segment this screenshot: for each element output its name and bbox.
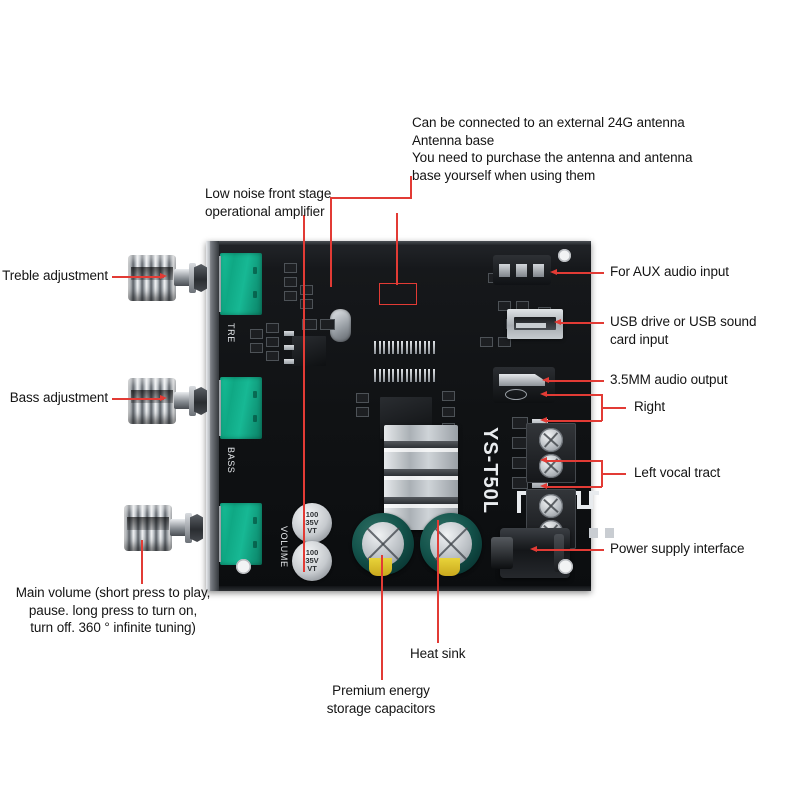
cap-value-35v: 35V [305, 556, 319, 565]
treble-potentiometer [209, 253, 262, 315]
mounting-hole-bottom-right [558, 559, 573, 574]
capacitor-100uf-35v-b: 100 35V VT [292, 541, 332, 581]
leader-right-tick1 [546, 394, 602, 396]
amplifier-board: TRE BASS VOLUME YS-T50L [206, 241, 614, 591]
heat-sink [384, 425, 458, 530]
leader-left-arrow1 [540, 456, 547, 463]
leader-treble [112, 276, 164, 278]
header-pad-row-1 [374, 341, 435, 354]
leader-usb-arrow [554, 318, 561, 325]
cap-value-100: 100 [305, 548, 319, 557]
treble-knob[interactable] [128, 255, 208, 301]
annotation-right: Right [634, 399, 666, 414]
leader-power [536, 549, 604, 551]
leader-opamp-v [303, 215, 305, 572]
leader-audio-out-arrow [542, 376, 549, 383]
bass-knob[interactable] [128, 378, 208, 424]
annotation-left: Left vocal tract [634, 465, 721, 480]
leader-antenna-v1 [410, 176, 412, 198]
annotation-aux: For AUX audio input [610, 264, 729, 279]
volume-knob[interactable] [124, 505, 204, 551]
leader-aux [556, 272, 604, 274]
header-pad-row-2 [374, 369, 435, 382]
usb-port [507, 309, 563, 339]
antenna-pad-highlight [379, 283, 417, 305]
annotation-heatsink: Heat sink [410, 646, 466, 661]
leader-audio-out [548, 380, 604, 382]
leader-bass-arrow [160, 394, 167, 401]
leader-antenna-v2 [330, 197, 332, 287]
leader-left-arrow2 [540, 482, 547, 489]
leader-left-stem [601, 473, 626, 475]
audio-jack-3-5mm [493, 367, 555, 403]
leader-usb [560, 322, 604, 324]
antenna-pad-2 [605, 528, 614, 538]
annotation-antenna: Can be connected to an external 24G ante… [412, 115, 693, 183]
leader-bass [112, 398, 164, 400]
silk-volume: VOLUME [279, 526, 289, 568]
silk-treble: TRE [226, 323, 236, 343]
leader-left-tick1 [546, 460, 602, 462]
leader-treble-arrow [160, 272, 167, 279]
opamp-ic [292, 336, 326, 366]
leader-right-arrow1 [540, 390, 547, 397]
energy-storage-capacitor-1 [352, 513, 414, 577]
cap-value-100: 100 [305, 510, 319, 519]
annotation-bass: Bass adjustment [9, 390, 108, 405]
leader-left-tick2 [546, 486, 602, 488]
cap-value-vt: VT [307, 526, 317, 535]
annotation-opamp: Low noise front stage operational amplif… [205, 186, 332, 219]
leader-volume-v [141, 540, 143, 584]
annotation-treble: Treble adjustment [2, 268, 108, 283]
board-model-label: YS-T50L [479, 427, 501, 515]
silk-bass: BASS [226, 447, 236, 474]
board-edge-bottom [206, 586, 591, 591]
cap-value-35v: 35V [305, 518, 319, 527]
bass-potentiometer [209, 377, 262, 439]
leader-antenna-v3 [396, 213, 398, 285]
speaker-terminal-right [526, 423, 576, 483]
annotation-usb: USB drive or USB sound card input [610, 314, 757, 347]
aux-input-header [493, 255, 551, 285]
energy-storage-capacitor-2 [420, 513, 482, 577]
leader-antenna-h [330, 197, 412, 199]
board-edge-top [206, 241, 591, 246]
leader-right-stem [601, 407, 626, 409]
leader-capacitor-v [381, 555, 383, 680]
mounting-hole-top-right [558, 249, 571, 262]
mounting-hole-bottom-left [236, 559, 251, 574]
annotation-main-volume: Main volume (short press to play, pause.… [15, 585, 211, 635]
annotation-capacitors: Premium energy storage capacitors [326, 683, 436, 716]
leader-aux-arrow [550, 268, 557, 275]
antenna-pad-1 [589, 528, 598, 538]
leader-right-tick2 [546, 420, 602, 422]
annotation-power: Power supply interface [610, 541, 745, 556]
crystal-oscillator [330, 309, 351, 342]
volume-potentiometer [209, 503, 262, 565]
annotation-audio-out: 3.5MM audio output [610, 372, 728, 387]
board-left-rail [206, 241, 219, 591]
leader-right-arrow2 [540, 416, 547, 423]
cap-value-vt: VT [307, 564, 317, 573]
capacitor-100uf-35v-a: 100 35V VT [292, 503, 332, 543]
leader-heatsink-v [437, 520, 439, 643]
leader-power-arrow [530, 545, 537, 552]
